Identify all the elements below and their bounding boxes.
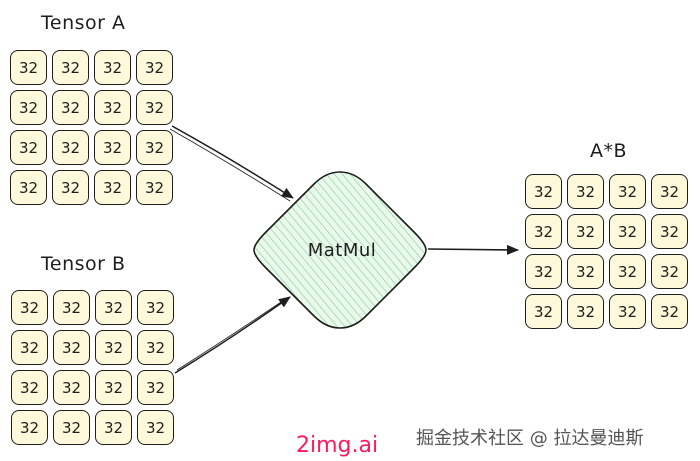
result-cell: 32: [609, 174, 646, 209]
tensor-a-cell: 32: [94, 170, 131, 205]
tensor-b-cell: 32: [53, 330, 90, 365]
tensor-b-cell: 32: [11, 330, 48, 365]
tensor-a-cell: 32: [136, 170, 173, 205]
tensor-a-cell: 32: [94, 90, 131, 125]
tensor-a-cell: 32: [52, 50, 89, 85]
result-cell: 32: [651, 174, 688, 209]
watermark-text: 掘金技术社区 @ 拉达曼迪斯: [416, 428, 644, 449]
result-cell: 32: [651, 294, 688, 329]
result-cell: 32: [567, 294, 604, 329]
tensor-b-cell: 32: [11, 290, 48, 325]
tensor-b-cell: 32: [95, 370, 132, 405]
result-cell: 32: [567, 254, 604, 289]
tensor-b-cell: 32: [137, 330, 174, 365]
tensor-a-cell: 32: [10, 90, 47, 125]
result-cell: 32: [651, 254, 688, 289]
tensor-a-label: Tensor A: [41, 12, 126, 34]
tensor-a-cell: 32: [94, 50, 131, 85]
result-cell: 32: [525, 254, 562, 289]
result-label: A*B: [590, 140, 628, 162]
tensor-b-cell: 32: [137, 290, 174, 325]
matmul-diamond: [253, 171, 427, 329]
result-cell: 32: [525, 214, 562, 249]
tensor-a-cell: 32: [10, 50, 47, 85]
result-cell: 32: [609, 214, 646, 249]
tensor-a-cell: 32: [10, 170, 47, 205]
arrow-matmul-to-result: [427, 244, 519, 255]
result-cell: 32: [525, 174, 562, 209]
tensor-b-cell: 32: [53, 410, 90, 445]
tensor-b-cell: 32: [95, 330, 132, 365]
tensor-a-cell: 32: [52, 90, 89, 125]
tensor-b-cell: 32: [137, 410, 174, 445]
result-cell: 32: [525, 294, 562, 329]
matmul-label: MatMul: [307, 240, 377, 261]
result-cell: 32: [609, 294, 646, 329]
tensor-b-cell: 32: [11, 410, 48, 445]
tensor-a-cell: 32: [136, 90, 173, 125]
tensor-a-cell: 32: [136, 50, 173, 85]
tensor-a-cell: 32: [52, 170, 89, 205]
arrow-a-to-matmul: [169, 125, 294, 202]
tensor-b-cell: 32: [95, 410, 132, 445]
tensor-b-label: Tensor B: [41, 253, 126, 275]
tensor-a-cell: 32: [52, 130, 89, 165]
tensor-b-cell: 32: [137, 370, 174, 405]
tensor-a-cell: 32: [10, 130, 47, 165]
result-cell: 32: [567, 174, 604, 209]
tensor-a-cell: 32: [136, 130, 173, 165]
result-cell: 32: [609, 254, 646, 289]
tensor-b-cell: 32: [53, 370, 90, 405]
tensor-a-cell: 32: [94, 130, 131, 165]
watermark-site: 2img.ai: [296, 433, 379, 458]
tensor-b-cell: 32: [95, 290, 132, 325]
result-cell: 32: [567, 214, 604, 249]
tensor-b-cell: 32: [11, 370, 48, 405]
result-cell: 32: [651, 214, 688, 249]
tensor-b-cell: 32: [53, 290, 90, 325]
arrow-b-to-matmul: [174, 296, 291, 374]
